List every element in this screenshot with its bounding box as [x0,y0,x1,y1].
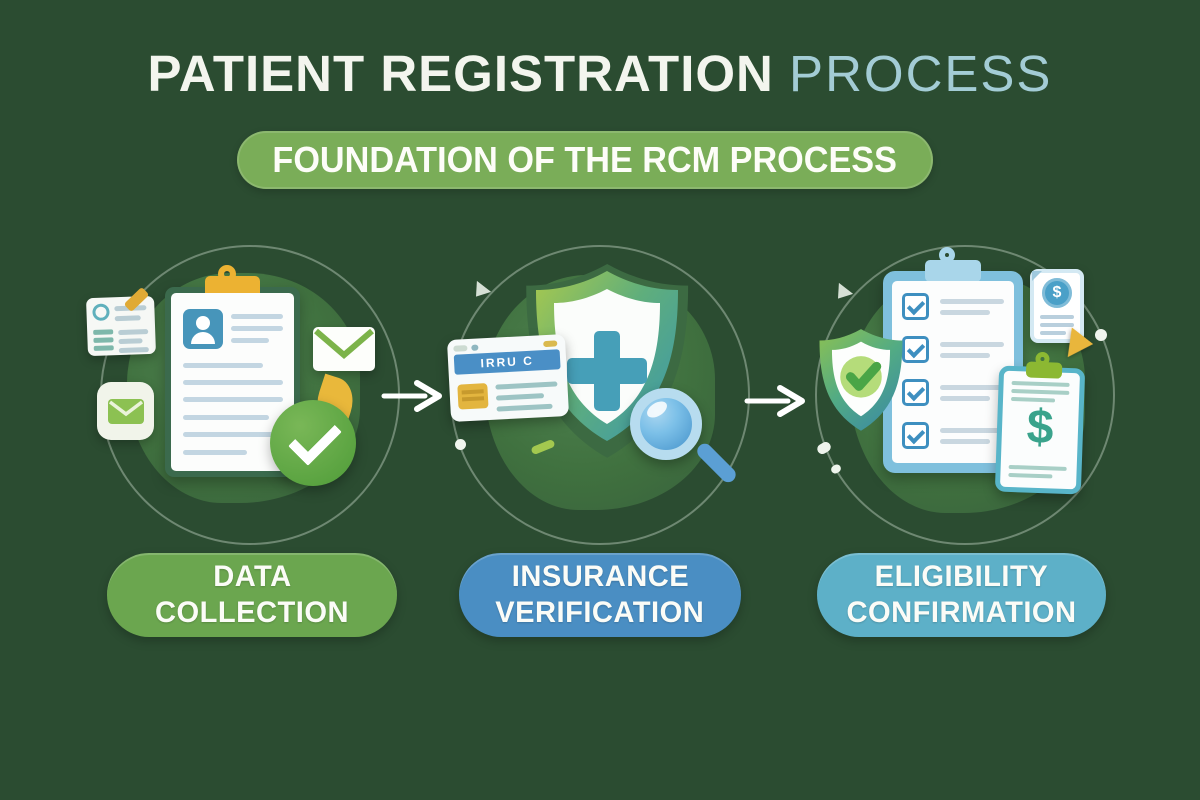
magnifier-lens [630,388,702,460]
page-title: PATIENT REGISTRATION PROCESS [0,44,1200,103]
patient-photo-icon [183,309,223,349]
ring-dot [455,439,466,450]
label-pill-insurance-verification: INSURANCE VERIFICATION [459,553,741,637]
cost-clipboard-icon: $ [994,351,1086,495]
checklist-clipboard-icon [883,247,1023,473]
title-main: PATIENT REGISTRATION [147,45,774,102]
approved-check-icon [270,400,356,486]
stage-data-collection [85,245,415,555]
envelope-flap [314,328,374,359]
title-accent: PROCESS [789,45,1053,102]
card-chip-icon [457,383,489,410]
checklist-row [902,336,1004,366]
insurance-card-icon: IRRU C [446,333,570,423]
subtitle-banner: FOUNDATION OF THE RCM PROCESS [237,131,933,189]
magnifier-handle [694,440,739,486]
dollar-coin-icon: $ [1042,278,1072,308]
pill-label-line: DATA [212,560,292,593]
checklist-paper [892,281,1014,463]
pill-label-line: ELIGIBILITY [874,560,1049,593]
cycle-ring [815,245,1115,545]
insurance-card-title: IRRU C [453,349,561,375]
magnifier-icon [630,388,760,518]
flow-arrow-1 [381,380,442,412]
checkbox-checked-icon [902,336,929,363]
flow-arrow-2 [744,385,805,417]
id-card-icon [86,295,156,357]
verified-shield-icon [819,329,903,431]
checklist-row [902,379,1004,409]
checklist-row [902,422,1004,452]
billing-statement-icon: $ [1030,269,1084,343]
dollar-sign: $ [1025,400,1055,455]
envelope-icon [313,327,375,371]
ring-dot [1095,329,1107,341]
checklist-row [902,293,1004,323]
subtitle-text: FOUNDATION OF THE RCM PROCESS [272,139,898,180]
checkbox-checked-icon [902,379,929,406]
stage-insurance-verification: IRRU C [435,245,765,555]
pill-label-line: CONFIRMATION [846,596,1077,629]
stage-eligibility-confirmation: $ $ [795,245,1125,555]
label-pill-eligibility-confirmation: ELIGIBILITY CONFIRMATION [817,553,1106,637]
pill-label-line: VERIFICATION [495,596,705,629]
checkbox-checked-icon [902,422,929,449]
pill-label-line: COLLECTION [155,596,349,629]
mail-glyph [107,398,144,424]
label-pill-data-collection: DATA COLLECTION [107,553,397,637]
checkbox-checked-icon [902,293,929,320]
pill-label-line: INSURANCE [511,560,689,593]
mail-app-icon [97,382,154,440]
